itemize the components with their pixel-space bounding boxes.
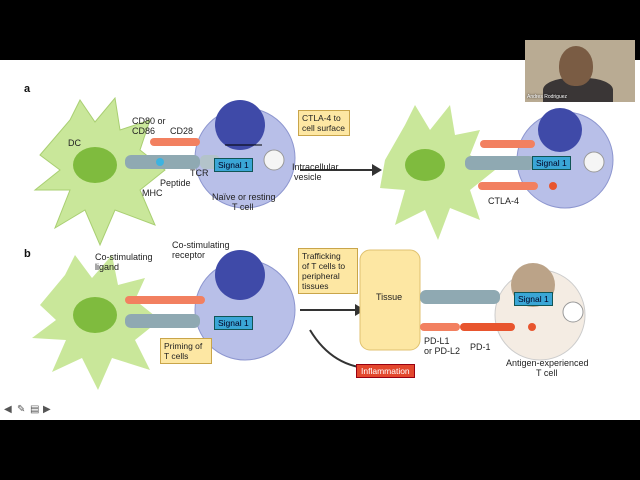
pd1-bar [460, 323, 515, 331]
label-antigen-2: T cell [536, 368, 557, 378]
label-pdl1: PD-L1 [424, 336, 450, 346]
ctla4-box-line1: CTLA-4 to [302, 113, 346, 123]
panel-a-letter: a [24, 83, 30, 95]
label-costim-ligand-2: ligand [95, 262, 119, 272]
label-t-cell: T cell [232, 202, 253, 212]
t-cell-b-nucleus [215, 250, 265, 300]
mhc-b [125, 314, 200, 328]
label-costim-ligand-1: Co-stimulating [95, 252, 153, 262]
vesicle-b [563, 302, 583, 322]
peptide-dot [156, 158, 164, 166]
naive-t-cell-nucleus [215, 100, 265, 150]
dc-nucleus-a [73, 147, 117, 183]
label-costim-receptor-1: Co-stimulating [172, 240, 230, 250]
label-tissue: Tissue [376, 292, 402, 302]
label-antigen-1: Antigen-experienced [506, 358, 589, 368]
participant-face [559, 46, 593, 86]
label-pdl2: or PD-L2 [424, 346, 460, 356]
priming-line2: T cells [164, 351, 208, 361]
label-cd28: CD28 [170, 126, 193, 136]
inflammation-label: Inflammation [356, 364, 415, 378]
mhc-right [465, 156, 535, 170]
label-intracellular: Intracellular [292, 162, 339, 172]
trafficking-line3: peripheral [302, 271, 354, 281]
pd1-dot [528, 323, 536, 331]
ctla4-box-line2: cell surface [302, 123, 346, 133]
participant-video-thumbnail[interactable]: Andres Rodriguez [525, 40, 635, 102]
label-peptide: Peptide [160, 178, 191, 188]
pdl1-bar [420, 323, 460, 331]
label-dc: DC [68, 138, 81, 148]
intracellular-vesicle [264, 150, 284, 170]
slide-controls: ◀ ✎ ▤ ▶ [4, 405, 53, 415]
label-naive: Naïve or resting [212, 192, 276, 202]
label-cd80: CD80 or [132, 116, 166, 126]
dc-nucleus-b [73, 297, 117, 333]
priming-line1: Priming of [164, 341, 208, 351]
participant-name: Andres Rodriguez [527, 94, 567, 100]
trafficking-box: Trafficking of T cells to peripheral tis… [298, 248, 358, 294]
panel-b-letter: b [24, 248, 31, 260]
signal1-b-right: Signal 1 [514, 292, 553, 306]
label-ctla4: CTLA-4 [488, 196, 519, 206]
label-costim-receptor-2: receptor [172, 250, 205, 260]
pen-tool-icon[interactable]: ✎ [17, 405, 27, 415]
slide-menu-icon[interactable]: ▤ [30, 405, 40, 415]
ctla4-box: CTLA-4 to cell surface [298, 110, 350, 136]
trafficking-line4: tissues [302, 281, 354, 291]
signal1-a-right: Signal 1 [532, 156, 571, 170]
costim-ligand-bar [125, 296, 205, 304]
next-slide-icon[interactable]: ▶ [43, 405, 53, 415]
process-arrowhead-a [372, 164, 382, 176]
presentation-slide: a b DC CD80 or CD86 CD28 Peptide TCR MHC… [0, 60, 640, 420]
trafficking-line2: of T cells to [302, 261, 354, 271]
priming-box: Priming of T cells [160, 338, 212, 364]
label-cd86: CD86 [132, 126, 155, 136]
label-pd1: PD-1 [470, 342, 491, 352]
trafficking-line1: Trafficking [302, 251, 354, 261]
tissue-mhc [420, 290, 500, 304]
label-vesicle: vesicle [294, 172, 322, 182]
activated-t-cell-nucleus [538, 108, 582, 152]
label-mhc: MHC [142, 188, 163, 198]
signal1-b: Signal 1 [214, 316, 253, 330]
signal1-a: Signal 1 [214, 158, 253, 172]
label-tcr: TCR [190, 168, 209, 178]
dc-nucleus-a-right [405, 149, 445, 181]
bottom-black-bar [0, 420, 640, 480]
ctla4-receptor-2 [478, 182, 538, 190]
ctla4-dot [549, 182, 557, 190]
prev-slide-icon[interactable]: ◀ [4, 405, 14, 415]
cd80-ligand [150, 138, 200, 146]
ctla4-receptor-1 [480, 140, 535, 148]
vesicle-right [584, 152, 604, 172]
